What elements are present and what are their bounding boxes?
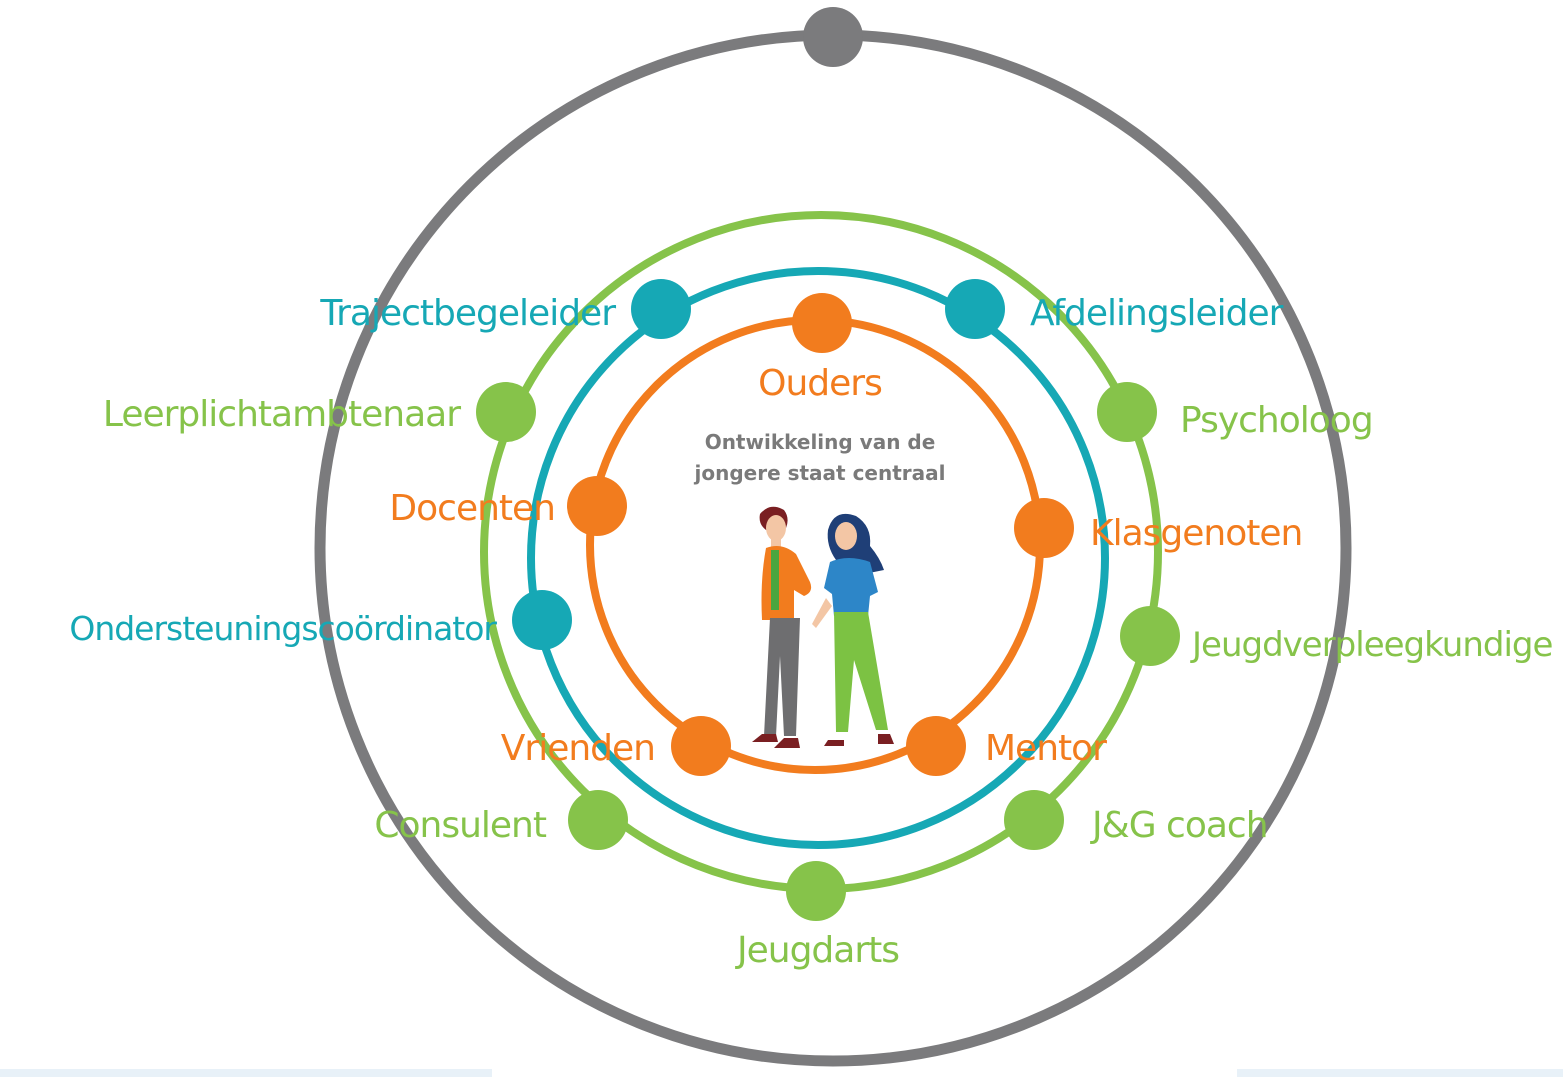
node-ondersteuningscoordinator — [512, 590, 572, 650]
label-leerplichtambtenaar: Leerplichtambtenaar — [103, 394, 461, 435]
bottom-bar-right — [1237, 1069, 1563, 1077]
label-vrienden: Vrienden — [501, 728, 655, 769]
node-jeugdverpleegkundige — [1120, 606, 1180, 666]
node-mentor — [906, 716, 966, 776]
node-psycholoog — [1097, 382, 1157, 442]
center-title-line1: Ontwikkeling van de — [705, 430, 936, 454]
label-klasgenoten: Klasgenoten — [1090, 513, 1302, 554]
label-jeugdverpleegkundige: Jeugdverpleegkundige — [1190, 625, 1552, 665]
node-jeugdarts — [786, 861, 846, 921]
label-mentor: Mentor — [985, 728, 1107, 769]
node-jg-coach — [1004, 790, 1064, 850]
label-trajectbegeleider: Trajectbegeleider — [319, 293, 616, 334]
node-leerplichtambtenaar — [476, 382, 536, 442]
outer-ring-node — [803, 7, 863, 67]
node-ouders — [792, 293, 852, 353]
bottom-bar-left — [0, 1069, 492, 1077]
node-afdelingsleider — [945, 279, 1005, 339]
node-docenten — [567, 476, 627, 536]
label-ondersteuningscoordinator: Ondersteuningscoördinator — [69, 609, 497, 648]
label-jeugdarts: Jeugdarts — [735, 930, 899, 971]
label-consulent: Consulent — [374, 805, 547, 846]
node-trajectbegeleider — [631, 279, 691, 339]
node-klasgenoten — [1014, 498, 1074, 558]
node-vrienden — [671, 716, 731, 776]
label-docenten: Docenten — [389, 488, 555, 529]
two-young-people-icon — [752, 506, 894, 748]
label-psycholoog: Psycholoog — [1180, 400, 1373, 441]
center-title-line2: jongere staat centraal — [693, 461, 945, 485]
node-consulent — [568, 790, 628, 850]
label-afdelingsleider: Afdelingsleider — [1030, 293, 1284, 334]
label-jg-coach: J&G coach — [1090, 805, 1268, 846]
label-ouders: Ouders — [758, 363, 882, 404]
teal-ring — [527, 267, 1109, 849]
girl-figure — [812, 513, 894, 746]
boy-figure — [752, 506, 812, 748]
